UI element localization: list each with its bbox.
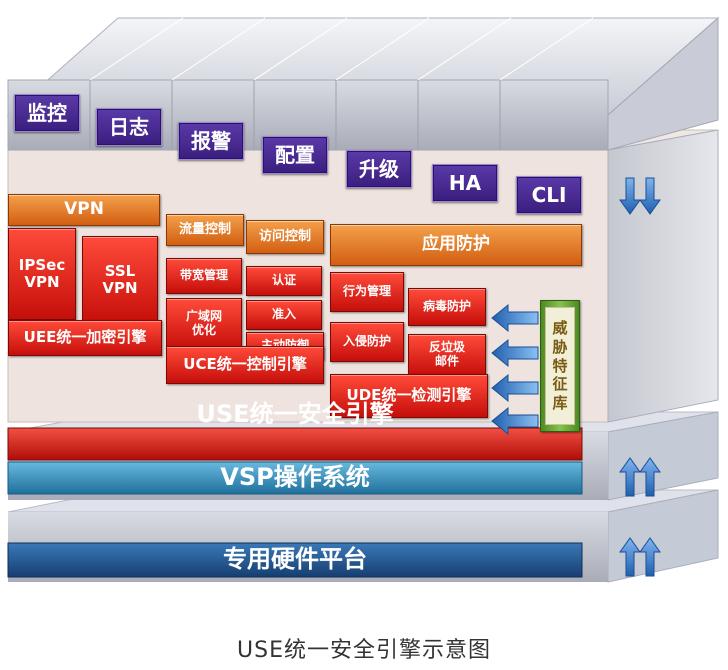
ipsec-vpn-label: IPSec VPN: [18, 255, 66, 291]
access-control-block: 访问控制: [246, 220, 324, 254]
tab-upgrade-label: 升级: [359, 156, 399, 181]
tab-alarms-label: 报警: [191, 128, 231, 153]
anti-spam-block: 反垃圾 邮件: [408, 334, 486, 376]
tab-alarms[interactable]: 报警: [178, 122, 244, 160]
authentication-label: 认证: [271, 273, 296, 288]
tab-cli-label: CLI: [531, 182, 567, 207]
flow-control-block: 流量控制: [166, 214, 244, 246]
vsp-os-layer-label: VSP操作系统: [220, 463, 370, 492]
vpn-label: VPN: [64, 199, 104, 220]
tab-ha[interactable]: HA: [432, 164, 498, 202]
uee-engine-label: UEE统一加密引擎: [23, 328, 147, 347]
ude-engine-block: UDE统一检测引擎: [330, 374, 488, 418]
behavior-management-block: 行为管理: [330, 272, 404, 312]
tab-configuration-label: 配置: [275, 142, 315, 167]
tab-ha-label: HA: [448, 170, 482, 195]
intrusion-protection-label: 入侵防护: [342, 334, 391, 349]
ssl-vpn-block: SSL VPN: [82, 236, 158, 324]
tab-configuration[interactable]: 配置: [262, 136, 328, 174]
virus-protection-block: 病毒防护: [408, 288, 486, 326]
tab-logs[interactable]: 日志: [96, 108, 162, 146]
behavior-management-label: 行为管理: [342, 284, 391, 299]
virus-protection-label: 病毒防护: [422, 299, 471, 314]
threat-signature-panel: 威 胁 特 征 库: [545, 307, 575, 425]
use-engine-layer-label: USE统一安全引擎: [196, 400, 394, 429]
bandwidth-management-block: 带宽管理: [166, 258, 242, 294]
threat-signature-db: 威 胁 特 征 库: [540, 300, 580, 432]
tab-logs-label: 日志: [109, 114, 149, 139]
intrusion-protection-block: 入侵防护: [330, 322, 404, 362]
ssl-vpn-label: SSL VPN: [102, 261, 138, 297]
tab-upgrade[interactable]: 升级: [346, 150, 412, 188]
threat-feed-arrows: [491, 303, 539, 436]
up-arrows-hardware: [619, 537, 661, 577]
hardware-platform-layer-label: 专用硬件平台: [223, 545, 367, 574]
admission-block: 准入: [246, 300, 322, 330]
uce-engine-label: UCE统一控制引擎: [183, 355, 307, 374]
uce-engine-block: UCE统一控制引擎: [166, 346, 324, 384]
threat-signature-label: 威 胁 特 征 库: [552, 319, 568, 413]
hardware-layer-slab: [7, 489, 719, 583]
admission-label: 准入: [271, 307, 296, 322]
flow-control-label: 流量控制: [178, 221, 231, 237]
tab-monitoring[interactable]: 监控: [14, 94, 80, 132]
diagram-caption: USE统一安全引擎示意图: [237, 638, 491, 663]
up-arrows-vsp: [619, 457, 661, 497]
app-protection-label: 应用防护: [422, 234, 490, 255]
anti-spam-label: 反垃圾 邮件: [428, 340, 465, 368]
uee-engine-block: UEE统一加密引擎: [8, 320, 162, 356]
vpn-block: VPN: [8, 194, 160, 226]
access-control-label: 访问控制: [258, 228, 311, 244]
tab-cli[interactable]: CLI: [516, 176, 582, 214]
ude-engine-label: UDE统一检测引擎: [346, 386, 472, 405]
ipsec-vpn-block: IPSec VPN: [8, 228, 76, 320]
bandwidth-management-label: 带宽管理: [179, 268, 228, 283]
wan-optimization-label: 广域网 优化: [185, 309, 222, 337]
wan-optimization-block: 广域网 优化: [166, 298, 242, 350]
tab-monitoring-label: 监控: [27, 100, 67, 125]
app-protection-block: 应用防护: [330, 224, 582, 266]
authentication-block: 认证: [246, 266, 322, 296]
down-arrows: [619, 177, 661, 215]
